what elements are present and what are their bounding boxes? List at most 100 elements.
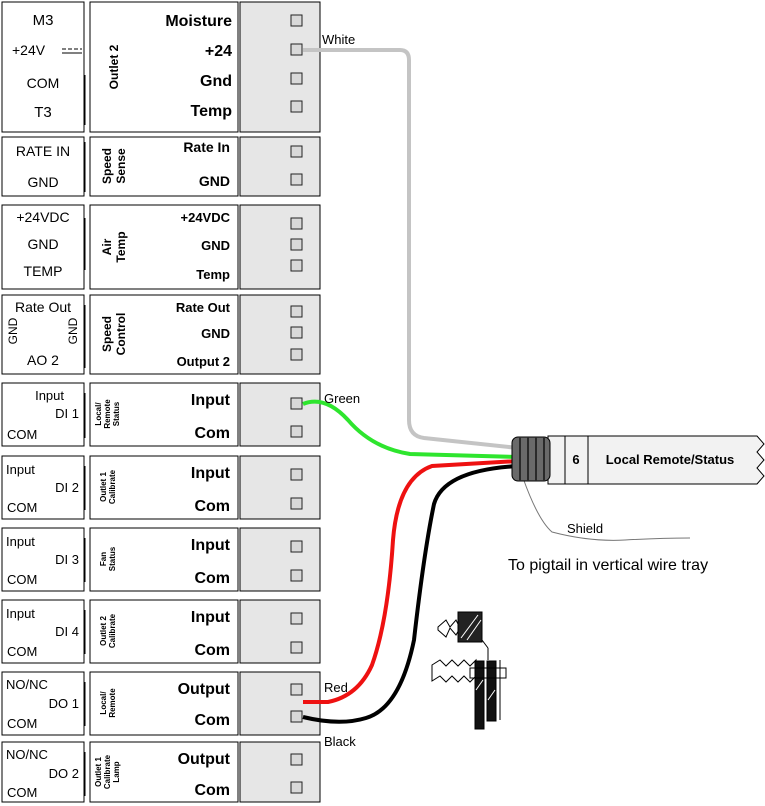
shield-wire: [522, 477, 691, 541]
left-label-com: COM: [7, 500, 37, 515]
group-label-fan: Fan: [99, 552, 108, 566]
connector-lead: [481, 639, 489, 649]
left-label-24vdc: +24VDC: [16, 209, 69, 225]
right-label-output2: Output 2: [177, 354, 230, 369]
terminal-pin[interactable]: [290, 72, 303, 85]
crimp-spring: [431, 658, 477, 683]
crimp-pin: [486, 660, 497, 722]
left-label-di: DI 4: [55, 624, 79, 639]
black-wire-label: Black: [324, 734, 356, 749]
shield-label: Shield: [567, 521, 603, 536]
group-label-status: Status: [108, 546, 117, 571]
group-label-calibrate: Calibrate: [108, 613, 117, 648]
terminal-pin[interactable]: [290, 710, 303, 723]
group-box: [89, 136, 239, 197]
left-label-com: COM: [7, 427, 37, 442]
group-label-remote: Remote: [103, 399, 112, 429]
cable-number: 6: [572, 452, 579, 467]
left-label-rate-in: RATE IN: [16, 143, 70, 159]
group-label-lamp: Lamp: [112, 761, 121, 782]
connector-hatch: [460, 614, 479, 639]
left-label-di: DI 1: [55, 406, 79, 421]
block-outlet2: M3 +24V COM T3 Outlet 2 Moisture +24 Gnd…: [1, 1, 321, 133]
group-label-temp: Temp: [114, 231, 128, 262]
terminal-pin[interactable]: [290, 145, 303, 158]
terminal-pin[interactable]: [290, 497, 303, 510]
terminal-pin[interactable]: [290, 348, 303, 361]
terminal-pin[interactable]: [290, 43, 303, 56]
terminal-pin[interactable]: [290, 100, 303, 113]
terminal-pin[interactable]: [290, 540, 303, 553]
terminal-pin[interactable]: [290, 326, 303, 339]
terminal-pin[interactable]: [290, 397, 303, 410]
terminal-block: [239, 599, 321, 664]
left-label-input: Input: [6, 606, 35, 621]
right-label-gnd: GND: [199, 173, 230, 189]
right-label-output: Output: [178, 751, 231, 768]
group-label-outlet2: Outlet 2: [107, 44, 121, 89]
terminal-pin[interactable]: [290, 238, 303, 251]
left-label-temp: TEMP: [24, 263, 63, 279]
red-wire: [303, 459, 519, 704]
right-label-input: Input: [191, 537, 231, 554]
left-label-box: [1, 527, 85, 592]
left-label-nonc: NO/NC: [6, 677, 48, 692]
terminal-pin[interactable]: [290, 683, 303, 696]
terminal-pin[interactable]: [290, 259, 303, 272]
right-label-com: Com: [194, 782, 230, 799]
cable: 6 Local Remote/Status: [547, 435, 765, 485]
crimp-hatch: [487, 689, 496, 701]
left-label-box: [1, 741, 85, 803]
terminal-pin[interactable]: [290, 173, 303, 186]
terminal-block: [239, 527, 321, 592]
terminal-pin[interactable]: [290, 468, 303, 481]
right-label-temp: Temp: [191, 103, 233, 120]
terminal-block: [239, 204, 321, 290]
red-wire-label: Red: [324, 680, 348, 695]
left-label-di: DI 2: [55, 480, 79, 495]
right-label-gnd: Gnd: [200, 73, 232, 90]
terminal-pin[interactable]: [290, 753, 303, 766]
left-label-nonc: NO/NC: [6, 747, 48, 762]
terminal-pin[interactable]: [290, 425, 303, 438]
block-fan-status: Input DI 3 COM Fan Status Input Com: [1, 527, 321, 592]
connector-end: [437, 619, 461, 638]
green-wire-label: Green: [324, 391, 360, 406]
group-label-calibrate: Calibrate: [103, 754, 112, 789]
left-label-do: DO 2: [49, 766, 79, 781]
left-label-com: COM: [7, 572, 37, 587]
group-box: [89, 599, 239, 664]
block-local-remote: NO/NC DO 1 COM Local/ Remote Output Com: [1, 671, 321, 736]
crimp-band: [469, 667, 507, 679]
group-label-local: Local/: [99, 691, 108, 715]
terminal-pin[interactable]: [290, 612, 303, 625]
terminal-pin[interactable]: [290, 569, 303, 582]
right-label-24: +24: [205, 43, 232, 60]
terminal-block: [239, 741, 321, 803]
left-label-gnd: GND: [27, 174, 58, 190]
cable-gland: [511, 436, 551, 482]
terminal-pin[interactable]: [290, 14, 303, 27]
cable-jacket: [547, 435, 765, 485]
right-label-com: Com: [194, 425, 230, 442]
terminal-pin[interactable]: [290, 781, 303, 794]
left-label-ao2: AO 2: [27, 352, 59, 368]
group-label-status: Status: [112, 401, 121, 426]
terminal-pin[interactable]: [290, 305, 303, 318]
right-label-24vdc: +24VDC: [181, 210, 231, 225]
terminal-block: [239, 1, 321, 133]
terminal-pin[interactable]: [290, 641, 303, 654]
right-label-input: Input: [191, 609, 231, 626]
left-label-input: Input: [35, 388, 64, 403]
group-box: [89, 527, 239, 592]
terminal-pin[interactable]: [290, 217, 303, 230]
block-local-remote-status: Input DI 1 COM Local/ Remote Status Inpu…: [1, 382, 321, 447]
left-label-rate-out: Rate Out: [15, 299, 71, 315]
crimp-pin: [474, 660, 485, 730]
right-label-com: Com: [194, 642, 230, 659]
right-label-moisture: Moisture: [165, 13, 232, 30]
cable-label: Local Remote/Status: [606, 452, 735, 467]
wire-nut-icon: [431, 611, 507, 730]
group-label-speed: Speed: [100, 148, 114, 184]
group-box: [89, 294, 239, 375]
